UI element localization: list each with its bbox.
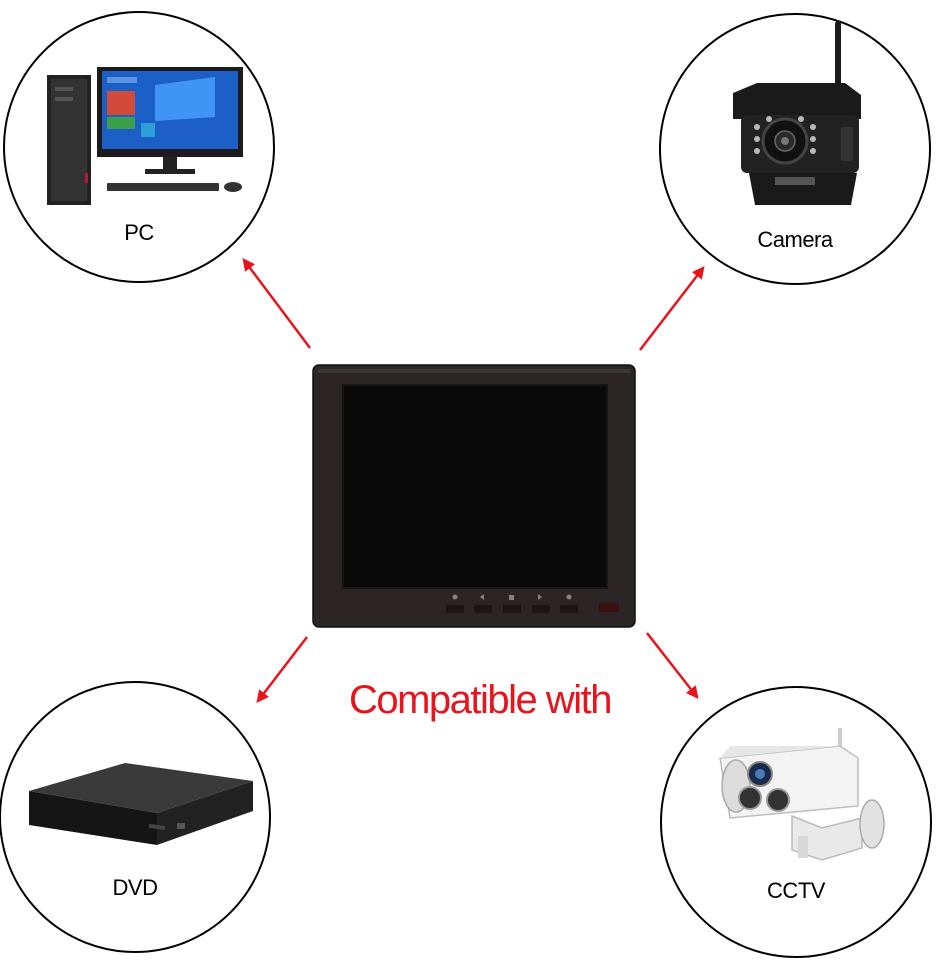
cctv-camera-icon [719,728,885,861]
monitor-icon [312,364,636,628]
arrow-to-pc [242,258,311,349]
arrow-to-camera [639,266,705,351]
desktop-pc-icon [47,67,243,205]
device-circle-camera: Camera [659,13,931,285]
device-label-pc: PC [124,220,154,245]
device-circle-pc: PC [3,11,275,283]
device-label-camera: Camera [757,227,833,252]
monitor-buttons [446,594,619,613]
dvd-player-icon [29,763,253,845]
backup-camera-icon [733,21,861,205]
arrow-to-cctv [646,632,699,699]
device-circle-cctv: CCTV [660,686,932,958]
device-label-cctv: CCTV [767,878,825,903]
device-label-dvd: DVD [112,875,158,900]
arrow-to-dvd [256,636,308,703]
device-circle-dvd: DVD [0,681,271,953]
compatible-with-heading: Compatible with [348,678,613,722]
